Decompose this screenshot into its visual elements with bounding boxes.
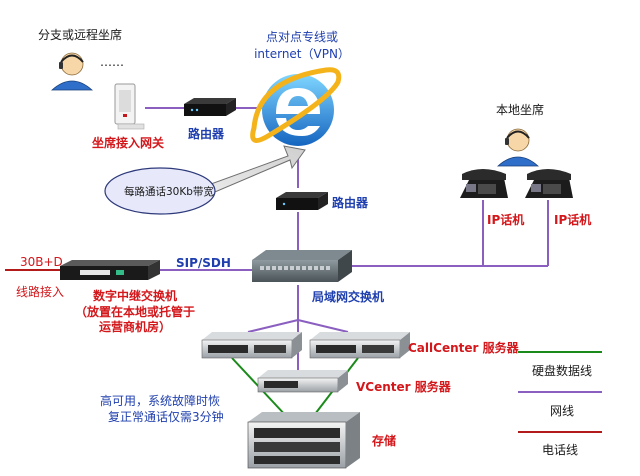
remote-agents-label: 分支或远程坐席 <box>38 28 123 42</box>
cloud-label-line2: internet（VPN） <box>254 47 350 61</box>
trunk-30bd-label: 30B+D <box>20 255 63 269</box>
callcenter-server-2-icon <box>309 332 410 359</box>
ha-note-line1: 高可用，系统故障时恢 <box>100 394 221 408</box>
legend <box>518 351 602 433</box>
router-mid-icon <box>276 192 328 210</box>
router-top-icon <box>184 98 236 116</box>
storage-array-icon <box>247 412 360 469</box>
lan-switch-icon <box>252 250 352 282</box>
storage-label: 存储 <box>372 434 397 448</box>
lan-switch-label: 局域网交换机 <box>312 290 385 304</box>
cloud-label-line1: 点对点专线或 <box>265 30 338 44</box>
sip-sdh-label: SIP/SDH <box>176 256 231 270</box>
trunk-switch-label-1: 数字中继交换机 <box>92 289 177 303</box>
router-mid-label: 路由器 <box>332 196 369 210</box>
legend-label-phone: 电话线 <box>542 443 579 457</box>
agent-gateway-label: 坐席接入网关 <box>92 136 165 150</box>
router-top-label: 路由器 <box>188 127 225 141</box>
ip-phone-2-icon <box>525 169 573 198</box>
callcenter-server-label: CallCenter 服务器 <box>408 341 519 355</box>
bandwidth-ellipse <box>104 167 216 215</box>
ha-note-line2: 复正常通话仅需3分钟 <box>108 410 224 424</box>
callcenter-server-1-icon <box>201 332 302 359</box>
network-cables <box>145 107 549 372</box>
local-agents-label: 本地坐席 <box>496 103 545 117</box>
ip-phone-1-label: IP话机 <box>487 213 525 227</box>
line-access-label: 线路接入 <box>16 285 65 299</box>
trunk-switch-label-3: 运营商机房） <box>98 320 171 334</box>
trunk-switch-label-2: （放置在本地或托管于 <box>74 305 195 319</box>
gateway-device-icon <box>114 83 145 130</box>
local-agent-icon <box>496 128 540 167</box>
remote-agents-dots: …… <box>100 55 124 69</box>
legend-label-network: 网线 <box>550 404 575 418</box>
vcenter-server-label: VCenter 服务器 <box>356 380 451 394</box>
legend-label-disk: 硬盘数据线 <box>532 364 593 378</box>
trunk-switch-icon <box>60 260 160 280</box>
ip-phone-2-label: IP话机 <box>554 213 592 227</box>
vcenter-server-icon <box>257 370 348 393</box>
bandwidth-note: 每路通话30Kb带宽 <box>124 186 214 198</box>
remote-agent-icon <box>50 52 94 91</box>
internet-explorer-icon <box>250 67 342 146</box>
ip-phone-1-icon <box>460 169 508 198</box>
